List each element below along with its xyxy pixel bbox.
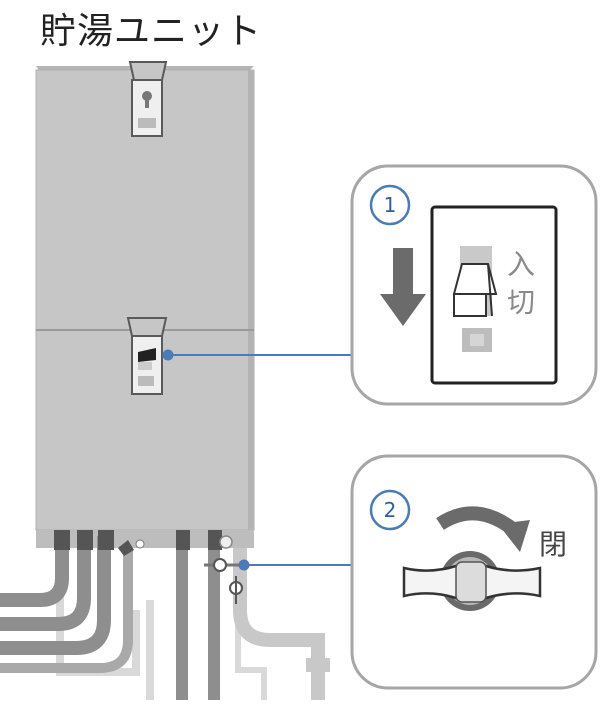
valve-handle-icon[interactable] [402,551,542,611]
storage-unit [35,66,255,548]
rocker-switch-icon[interactable] [430,205,558,385]
page-title: 貯湯ユニット [40,11,263,52]
step-2-number: 2 [384,498,397,522]
step-2-badge [369,489,411,531]
leakage-breaker-panel[interactable] [126,317,168,395]
step-1-number: 1 [384,193,397,217]
water-supply-valve[interactable] [204,535,243,604]
callout-step-2: 2 閉 [350,454,598,690]
switch-off-label: 切 [507,286,535,319]
switch-on-label: 入 [507,248,535,281]
leader-lines [162,349,352,571]
rotate-arrow-icon [436,506,530,552]
close-label: 閉 [539,528,567,561]
down-arrow-icon [380,248,426,326]
callout-step-1: 1 入 切 [350,164,598,406]
step-1-badge [369,184,411,226]
top-latch [128,61,168,137]
piping [0,536,325,700]
pipe-fittings [54,530,330,672]
